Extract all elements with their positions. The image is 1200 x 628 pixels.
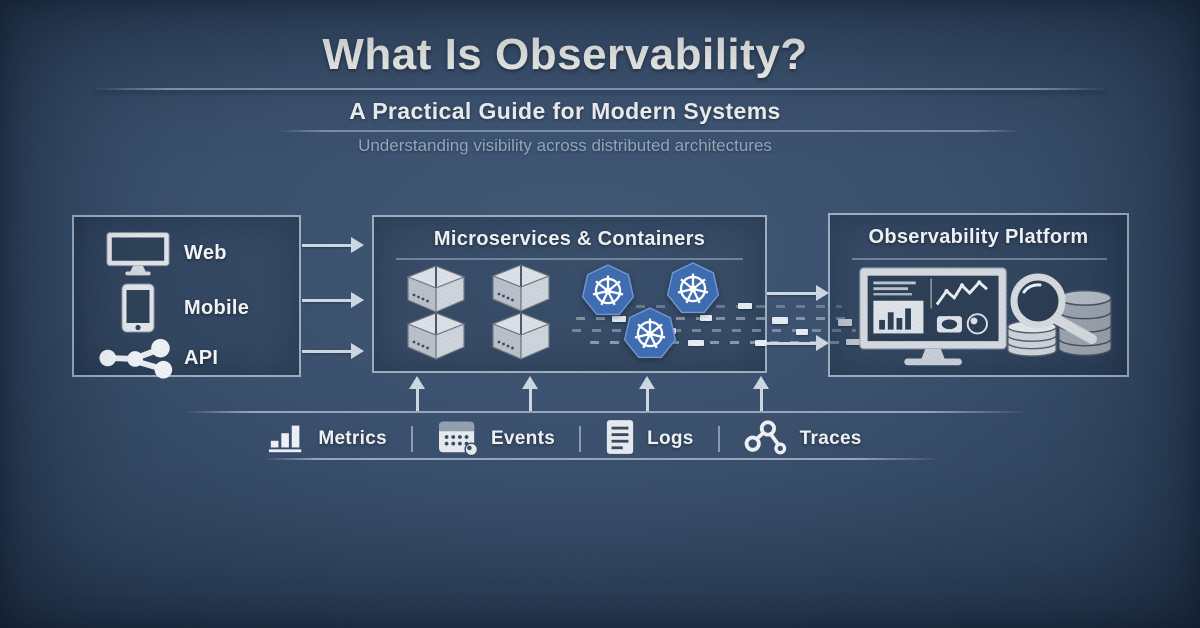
telemetry-label: Traces: [799, 428, 862, 449]
telemetry-item-metrics: Metrics: [268, 420, 387, 459]
telemetry-label: Logs: [647, 428, 694, 449]
document-icon: [605, 418, 635, 461]
telemetry-label: Events: [490, 428, 556, 449]
arrow-services-to-platform-bottom: [767, 335, 829, 351]
arrow-mobile-to-services: [302, 292, 364, 308]
mobile-icon: [92, 282, 184, 334]
dashboard-monitor-icon: [859, 267, 1007, 366]
arrow-services-to-platform-top: [767, 285, 829, 301]
kubernetes-icon: [666, 262, 720, 314]
data-stream: [576, 317, 848, 320]
subtitle-divider: [278, 130, 1020, 132]
magnifier-icon: [1010, 273, 1097, 344]
subtitle: A Practical Guide for Modern Systems: [349, 98, 781, 124]
telemetry-bus-line: [183, 411, 1028, 413]
data-packet: [700, 315, 712, 321]
telemetry-item-traces: Traces: [744, 418, 862, 461]
api-nodes-icon: [92, 336, 184, 380]
data-packet: [838, 319, 852, 326]
tagline: Understanding visibility across distribu…: [358, 136, 772, 155]
source-row-web: Web: [92, 225, 287, 281]
telemetry-item-events: Events: [437, 418, 555, 461]
arrow-up-traces: [753, 376, 769, 411]
microservices-title: Microservices & Containers: [433, 228, 706, 250]
divider: [410, 426, 413, 452]
source-row-api: API: [92, 330, 287, 386]
source-label: API: [184, 346, 219, 369]
data-packet: [796, 329, 808, 335]
page-title: What Is Observability?: [322, 30, 808, 79]
calendar-icon: [437, 418, 479, 461]
monitor-icon: [92, 230, 184, 276]
data-stream: [596, 305, 842, 308]
divider: [579, 426, 582, 452]
database-stack-icon: [1058, 289, 1112, 357]
telemetry-item-logs: Logs: [605, 418, 694, 461]
data-stream: [590, 341, 856, 344]
arrow-up-metrics: [409, 376, 425, 411]
data-packet: [846, 339, 860, 345]
source-label: Mobile: [184, 296, 250, 319]
platform-title-divider: [852, 258, 1107, 260]
microservices-title-divider: [396, 258, 743, 260]
package-icon: [491, 264, 551, 312]
divider: [717, 426, 720, 452]
platform-title: Observability Platform: [868, 226, 1089, 248]
data-packet: [688, 340, 704, 346]
source-row-mobile: Mobile: [92, 280, 287, 336]
data-packet: [612, 316, 626, 322]
arrow-web-to-services: [302, 237, 364, 253]
arrow-api-to-services: [302, 343, 364, 359]
package-icon: [491, 312, 551, 360]
data-stream: [572, 329, 856, 332]
data-packet: [755, 340, 767, 346]
kubernetes-icon: [581, 264, 635, 316]
sources-box: Web Mobile: [72, 215, 301, 379]
package-icon: [406, 312, 466, 360]
telemetry-label: Metrics: [318, 428, 387, 449]
arrow-up-events: [522, 376, 538, 411]
data-packet: [738, 303, 752, 309]
source-label: Web: [184, 241, 227, 264]
telemetry-bottom-line: [263, 458, 940, 460]
trace-nodes-icon: [744, 418, 788, 461]
arrow-up-logs: [639, 376, 655, 411]
title-divider: [95, 88, 1105, 90]
telemetry-row: Metrics Events: [0, 419, 1130, 459]
data-packet: [772, 317, 788, 324]
package-icon: [406, 265, 466, 313]
metrics-bars-icon: [268, 420, 306, 459]
kubernetes-icon: [623, 307, 677, 359]
